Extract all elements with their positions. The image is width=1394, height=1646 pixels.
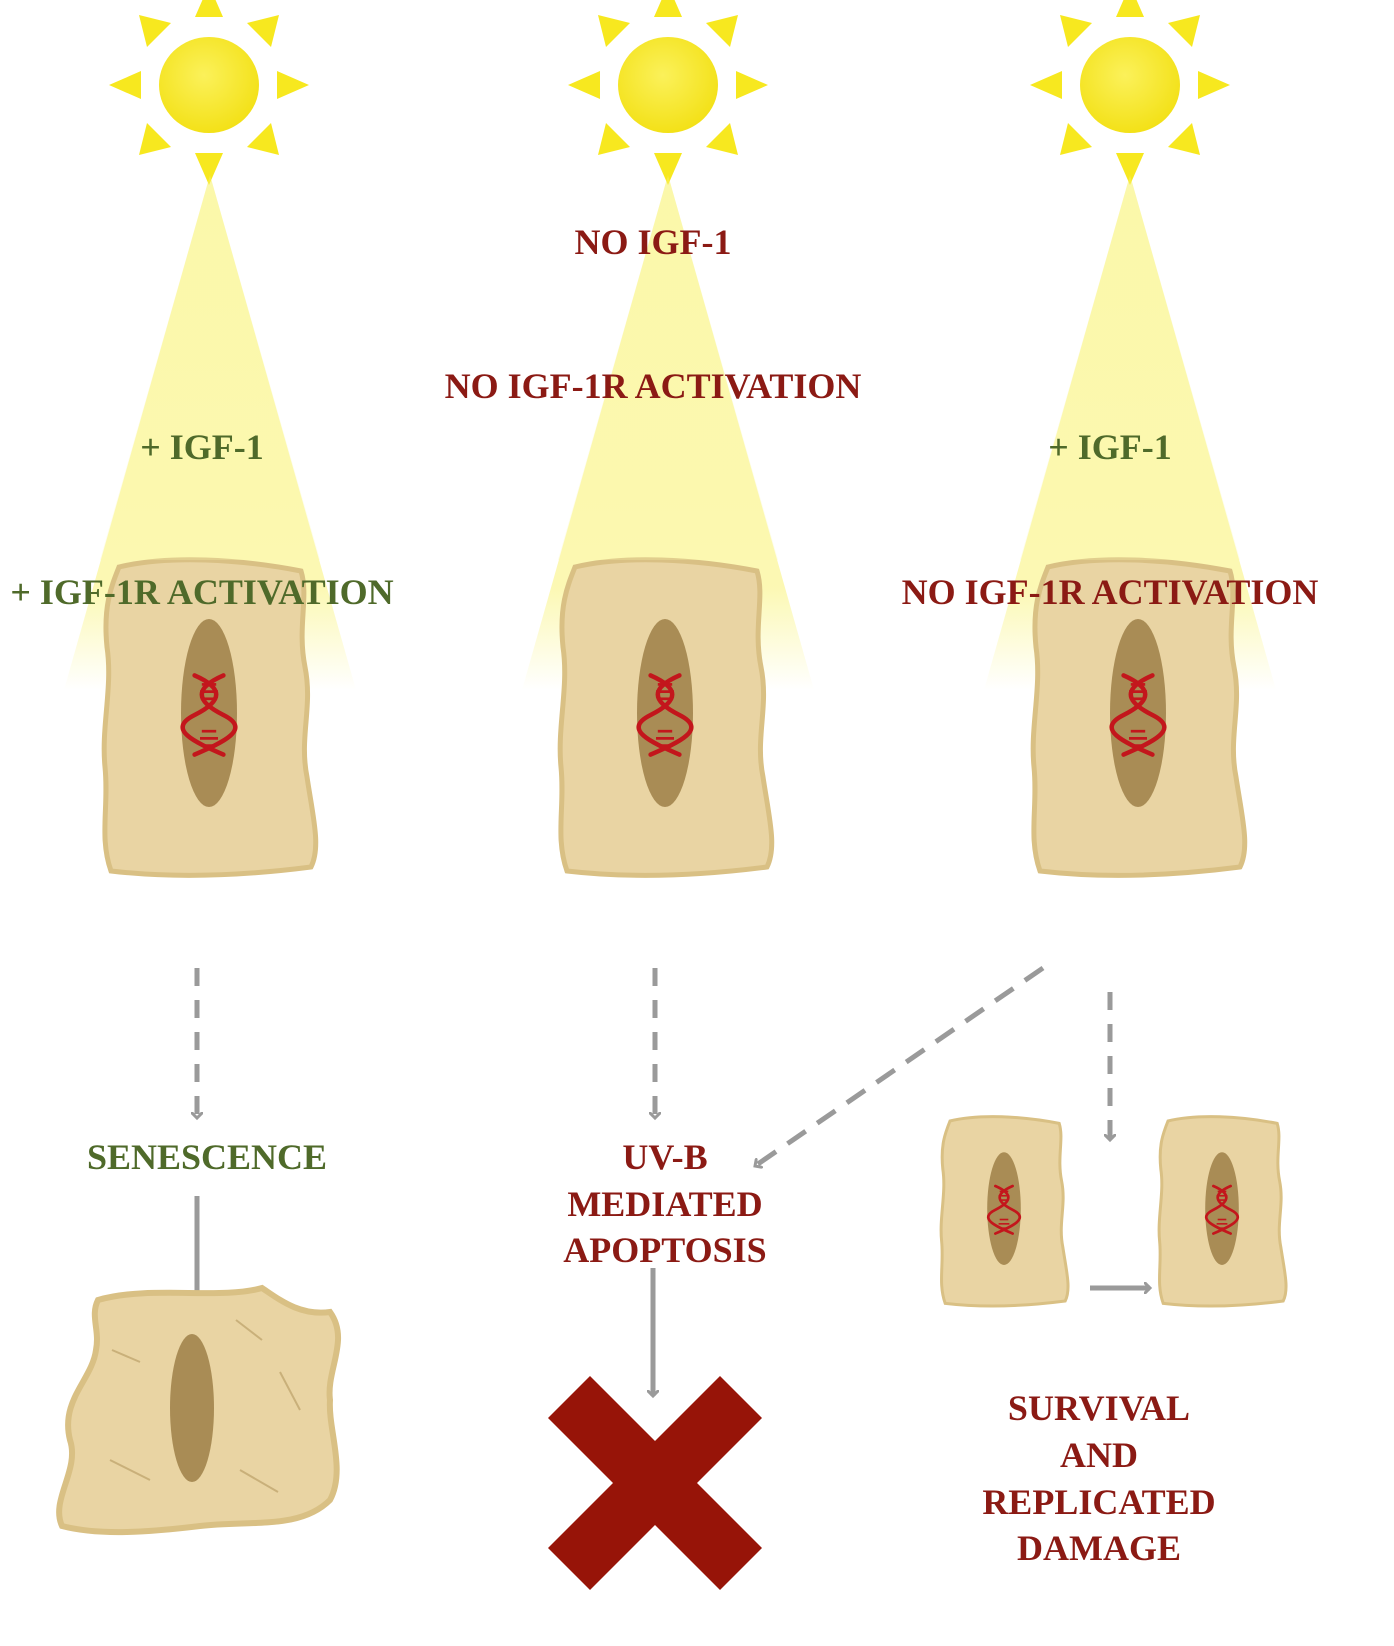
left-igf1r-label: + IGF-1R ACTIVATION [10, 568, 393, 616]
senescent-cell-icon [59, 1288, 338, 1532]
apoptosis-label-line-3: APOPTOSIS [563, 1226, 766, 1274]
sun-icon [109, 0, 309, 185]
middle-igf1-label: NO IGF-1 [575, 218, 732, 266]
right-igf1-label: + IGF-1 [1048, 423, 1172, 471]
left-igf1-label: + IGF-1 [140, 423, 264, 471]
sun-icon [1030, 0, 1230, 185]
survival-label-line-4: DAMAGE [1017, 1524, 1181, 1572]
cell-icon [1159, 1117, 1286, 1306]
apoptosis-label-line-1: UV-B [622, 1133, 707, 1181]
survival-label-line-3: REPLICATED [982, 1478, 1215, 1526]
survival-label-line-1: SURVIVAL [1008, 1384, 1190, 1432]
cell-icon [560, 560, 772, 876]
cross-icon [548, 1376, 762, 1590]
cell-icon [941, 1117, 1068, 1306]
apoptosis-label-line-2: MEDIATED [567, 1180, 762, 1228]
middle-igf1r-label: NO IGF-1R ACTIVATION [445, 362, 862, 410]
survival-label-line-2: AND [1060, 1431, 1138, 1479]
senescence-label: SENESCENCE [87, 1133, 327, 1181]
sun-icon [568, 0, 768, 185]
right-igf1r-label: NO IGF-1R ACTIVATION [902, 568, 1319, 616]
